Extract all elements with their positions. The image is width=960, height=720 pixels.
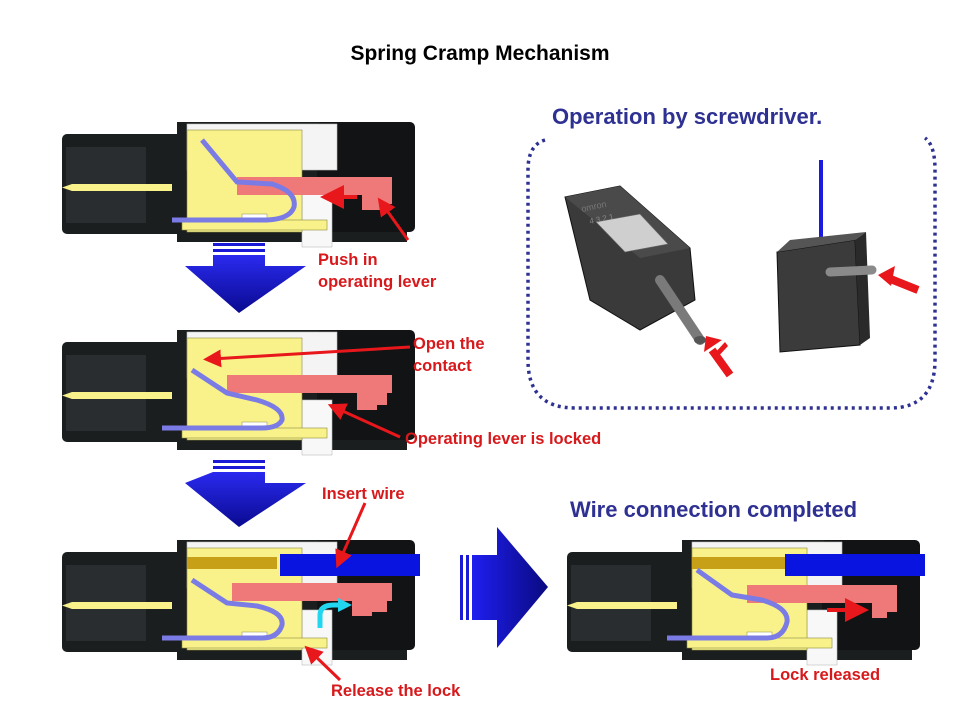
- screwdriver-arrow-right-shaft: [886, 274, 920, 294]
- label-release-lock: Release the lock: [331, 682, 461, 700]
- label-lever-locked: Operating lever is locked: [405, 430, 602, 448]
- step-arrow-right: [460, 527, 548, 648]
- conductor: [692, 557, 787, 569]
- spring-contact: [162, 367, 285, 431]
- label-open-contact: Open the contact: [413, 335, 485, 375]
- screwdriver-heading: Operation by screwdriver.: [552, 104, 823, 129]
- label-insert-wire: Insert wire: [322, 485, 405, 503]
- spring-contact: [172, 138, 297, 223]
- release-lock-pointer: [304, 645, 342, 682]
- operating-lever: [232, 583, 392, 601]
- step-arrow-down-1: [185, 243, 306, 313]
- spring-contact: [667, 567, 790, 641]
- screwdriver-shaft-right: [825, 265, 877, 277]
- push-in-pointer: [377, 197, 410, 241]
- connector-3d-right: [776, 160, 920, 353]
- spring-contact: [162, 577, 285, 641]
- operating-lever: [237, 177, 392, 195]
- completed-connector-section: [566, 539, 925, 666]
- step-arrow-down-2: [185, 460, 306, 527]
- label-lock-released: Lock released: [770, 666, 881, 684]
- label-push-in: Push in operating lever: [318, 251, 437, 291]
- operating-lever: [227, 375, 392, 393]
- wire: [280, 554, 420, 576]
- insert-wire-pointer: [335, 502, 367, 569]
- wire-vertical: [819, 160, 823, 242]
- lever-locked-pointer: [327, 403, 401, 439]
- screwdriver-arrow-left: [708, 347, 734, 378]
- completed-heading: Wire connection completed: [570, 497, 858, 522]
- wire: [785, 554, 925, 576]
- conductor: [187, 557, 277, 569]
- open-contact-pointer: [203, 345, 411, 368]
- step3-connector-section: [61, 539, 420, 666]
- connector-3d-left: omron 4 3 2 1: [564, 185, 734, 378]
- screwdriver-shaft: [655, 275, 705, 345]
- screwdriver-panel-border: [526, 136, 937, 410]
- release-arrow: [317, 602, 338, 628]
- page-title: Spring Cramp Mechanism: [350, 42, 610, 65]
- step2-connector-section: [61, 329, 416, 456]
- step1-connector-section: [61, 121, 416, 248]
